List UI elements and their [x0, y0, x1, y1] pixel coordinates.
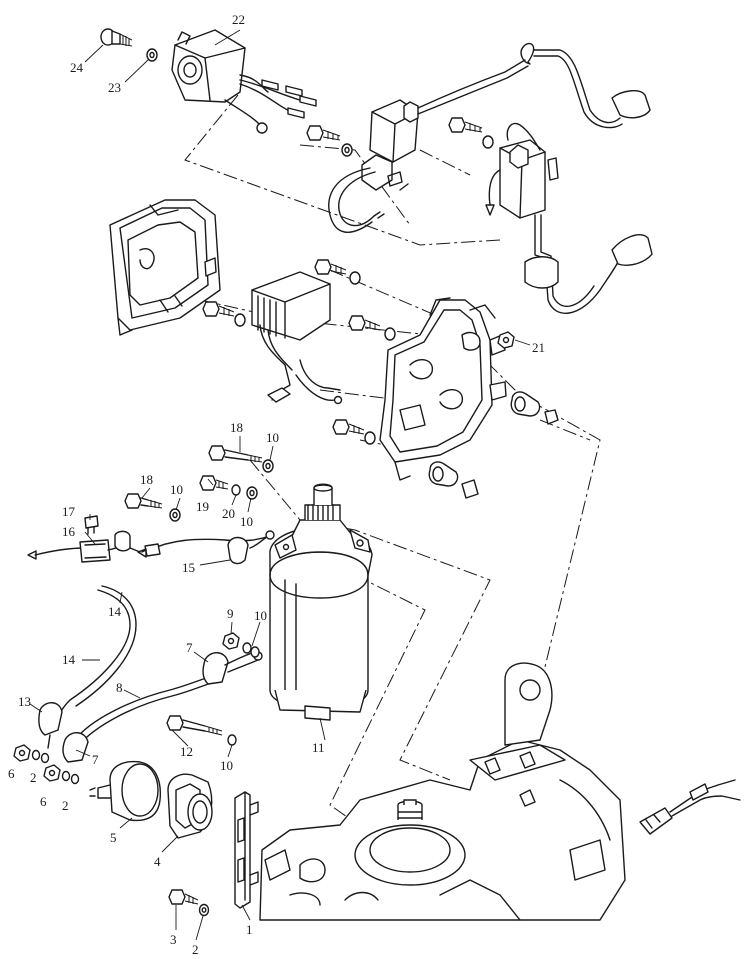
engine-block [259, 662, 626, 921]
callout-22: 22 [232, 12, 245, 27]
washer-10-b [169, 508, 181, 522]
callout-6-lower: 6 [40, 794, 47, 809]
callout-20: 20 [222, 506, 235, 521]
fuse-holder-16 [27, 530, 147, 563]
washer-10-c [246, 486, 258, 500]
callout-13: 13 [18, 694, 31, 709]
callout-12: 12 [180, 744, 193, 759]
starter-motor [269, 483, 373, 721]
bolt-18-lower [124, 493, 163, 509]
callout-10-upper: 10 [266, 430, 279, 445]
sensor-plug [639, 779, 741, 835]
callout-7-lower-visible: 7 [92, 752, 99, 767]
cable-7 [62, 651, 263, 763]
bolt-coil-upper [306, 125, 353, 157]
callout-14-upper: 14 [108, 604, 122, 619]
callout-9: 9 [227, 606, 234, 621]
bolt-12 [166, 715, 223, 736]
callout-3: 3 [170, 932, 177, 947]
callout-10-left: 10 [170, 482, 183, 497]
bolt-18-upper [208, 445, 263, 463]
bolt-rectifier-left [202, 301, 246, 327]
callout-2-bottom: 2 [192, 942, 199, 957]
relay-holder-4 [167, 773, 213, 839]
bolt-24 [100, 28, 133, 47]
callout-14-left: 14 [62, 652, 76, 667]
callout-15: 15 [182, 560, 195, 575]
leader-lines [29, 29, 531, 941]
callout-2-mid: 2 [62, 798, 69, 813]
callout-6-upper: 6 [8, 766, 15, 781]
bolt-rectifier-right [314, 259, 361, 285]
callout-5: 5 [110, 830, 117, 845]
callout-18-upper: 18 [230, 420, 243, 435]
callout-7-upper: 7 [186, 640, 193, 655]
callout-21: 21 [532, 340, 545, 355]
washer-10-a [262, 459, 274, 473]
mounting-bracket-1 [234, 791, 259, 909]
fuse-17 [84, 515, 99, 535]
callout-17: 17 [62, 504, 76, 519]
grommet-lower [428, 461, 479, 499]
washer-10-e [227, 734, 237, 746]
grommet-upper [510, 391, 559, 425]
callout-16: 16 [62, 524, 76, 539]
callout-1: 1 [246, 922, 253, 937]
nut-21 [497, 331, 515, 349]
washer-20 [231, 484, 241, 496]
callouts: 22 24 23 21 18 10 18 10 19 20 10 17 16 1… [8, 12, 545, 957]
electrical-mounting-plate [379, 297, 507, 481]
nut-9 [222, 632, 240, 650]
washer-23 [146, 48, 158, 62]
callout-10-mid: 10 [240, 514, 253, 529]
callout-10-bottom: 10 [220, 758, 233, 773]
bolt-3 [168, 889, 199, 905]
callout-11: 11 [312, 740, 325, 755]
callout-23: 23 [108, 80, 121, 95]
washer-10-d [242, 642, 260, 658]
cable-8 [74, 675, 215, 747]
callout-19: 19 [196, 499, 209, 514]
washer-2-bottom [198, 903, 210, 917]
callout-18-lower: 18 [140, 472, 153, 487]
callout-10-right: 10 [254, 608, 267, 623]
bolt-plate-upper [348, 315, 396, 341]
bolt-19 [199, 475, 229, 491]
cable-13 [38, 702, 63, 749]
bolt-coil-lower [448, 117, 494, 149]
bolt-plate-lower [332, 419, 376, 445]
starter-relay-5 [89, 760, 162, 822]
rectifier-regulator [251, 271, 343, 405]
ignition-module [171, 29, 317, 134]
cable-15 [141, 530, 275, 565]
nut-6-lower [43, 764, 80, 785]
ignition-coil-lower [485, 122, 653, 314]
callout-2-upper: 2 [30, 770, 37, 785]
ignition-coil-upper [328, 42, 651, 233]
callout-24: 24 [70, 60, 84, 75]
callout-4: 4 [154, 854, 161, 869]
electrical-box-cover [109, 199, 221, 336]
nut-6-upper [13, 744, 50, 764]
callout-8: 8 [116, 680, 123, 695]
